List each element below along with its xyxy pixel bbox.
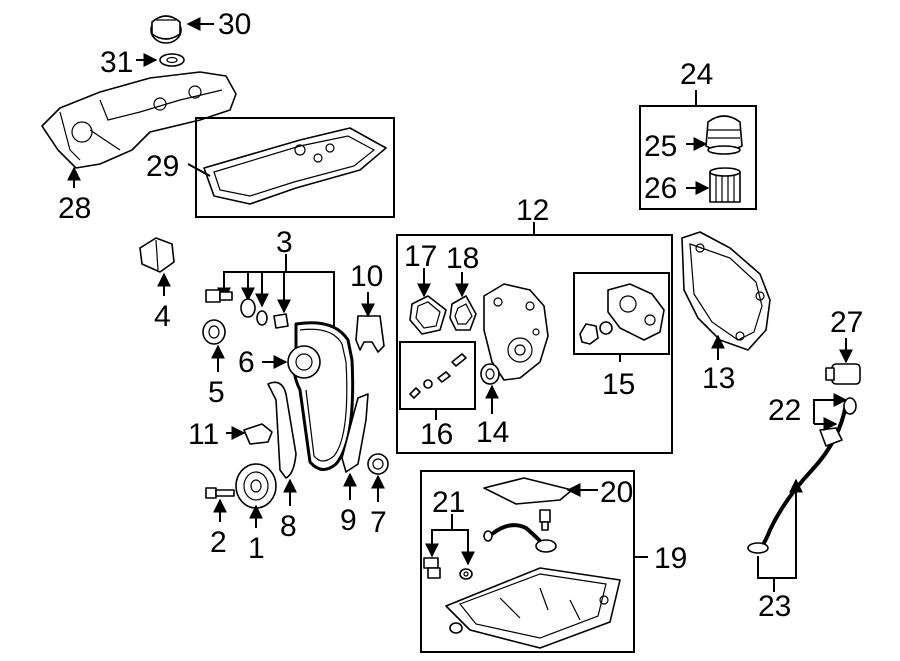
callout-1: 1 [248,532,265,565]
callout-4: 4 [154,300,171,333]
valve-cover [41,71,237,169]
callout-13: 13 [702,362,735,395]
chain-guide [341,393,369,473]
front-crank-seal [367,453,389,475]
timing-chain [292,321,355,471]
callout-5: 5 [208,376,225,409]
callout-9: 9 [340,504,357,537]
callout-17: 17 [404,240,437,273]
o-ring-small [256,310,268,326]
drain-plug [423,557,441,579]
filler-cap-seal [159,53,185,67]
camshaft-seal [202,319,226,345]
valve-cover-gasket [203,127,387,205]
callout-19: 19 [654,542,687,575]
pulley-bolt [205,487,235,499]
dipstick [747,397,857,554]
crankshaft-pulley [235,463,277,509]
callout-14: 14 [476,416,509,449]
oil-pan-box [420,470,635,653]
oil-filler-cap [150,15,182,44]
oil-filter-box [639,105,757,210]
kit-bracket [223,271,335,326]
chain-tensioner-shoe [267,381,297,479]
oil-pump-rotor [579,321,613,345]
callout-15: 15 [602,368,635,401]
oil-filter-element [709,167,741,203]
front-cover-seal [480,363,500,385]
dipstick-bracket-top [813,399,842,424]
callout-29: 29 [146,150,179,183]
drain-washer [459,568,473,580]
tensioner-bracket [139,237,175,273]
callout-18: 18 [446,242,479,275]
callout-11: 11 [188,418,219,451]
timing-cover [483,283,549,381]
callout-16: 16 [420,418,453,451]
oil-pump [607,283,665,341]
callout-6: 6 [238,346,255,379]
oil-pan-baffle [483,477,573,505]
oil-filter-cap [705,115,743,155]
oil-pressure-sensor [825,363,861,385]
callout-10: 10 [350,260,383,293]
thermostat-gasket [449,295,477,331]
water-pump-gasket [409,295,447,335]
timing-plug [273,313,289,329]
oil-pan [445,567,621,649]
callout-30: 30 [218,8,251,41]
callout-2: 2 [210,526,227,559]
dipstick-bracket-bottom [757,494,797,579]
oil-pickup-tube [483,523,557,553]
callout-23: 23 [758,590,791,623]
callout-20: 20 [600,476,633,509]
crank-sprocket [243,423,273,445]
balance-shaft-box [573,272,670,355]
callout-25: 25 [644,130,677,163]
callout-8: 8 [280,510,297,543]
callout-22: 22 [768,394,801,427]
drain-plug-bracket [431,529,469,556]
callout-21: 21 [432,486,465,519]
camshaft-sprocket [287,345,321,379]
timing-guide-bracket [355,315,385,353]
callout-24: 24 [680,58,713,91]
cover-bolts [409,353,467,399]
callout-31: 31 [100,46,133,79]
pickup-bolt [539,509,551,531]
callout-3: 3 [276,226,293,259]
callout-12: 12 [516,194,549,227]
timing-bolt [205,289,233,303]
callout-7: 7 [370,506,387,539]
callout-28: 28 [58,192,91,225]
callout-27: 27 [830,306,863,339]
bolt-kit-box [399,341,476,410]
o-ring-large [240,298,256,318]
callout-26: 26 [644,172,677,205]
rear-housing-cover [681,231,771,351]
